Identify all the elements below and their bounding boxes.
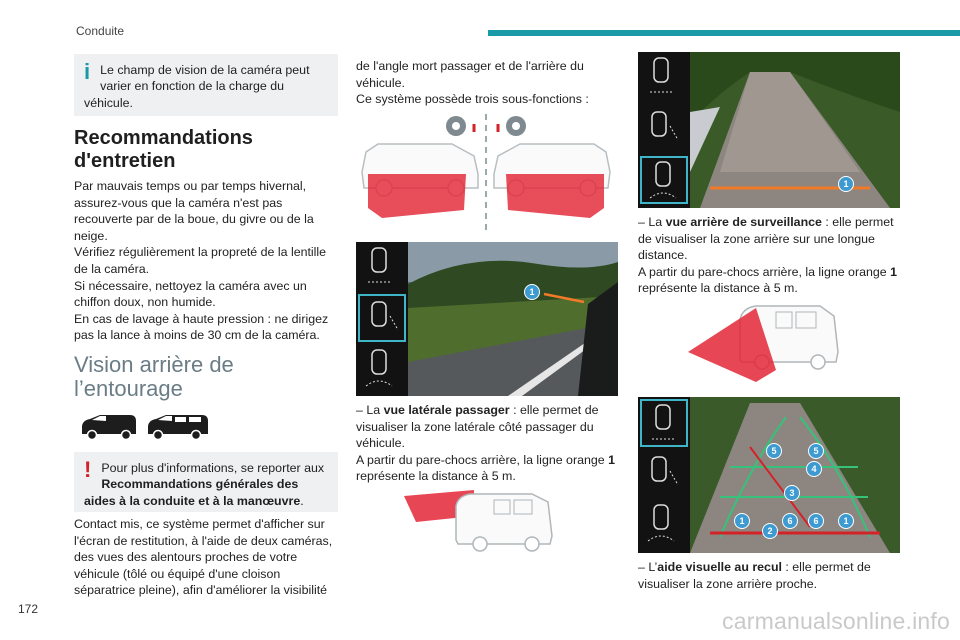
passenger-view-rest: : elle permet de visualiser la zone laté… xyxy=(356,403,599,451)
distance-ref: 1 xyxy=(608,452,615,467)
maintenance-text: Par mauvais temps ou par temps hivernal,… xyxy=(74,178,340,344)
dash-prefix: – La xyxy=(638,215,666,229)
view-icon-top-dots-active xyxy=(640,399,688,447)
view-icon-top-dots xyxy=(640,54,688,102)
distance-marker-badge: 1 xyxy=(838,176,854,192)
view-icon-rear xyxy=(640,501,688,549)
distance-text-end: représente la distance à 5 m. xyxy=(638,281,798,296)
view-icon-side xyxy=(640,451,688,499)
maintenance-paragraph: Si nécessaire, nettoyez la caméra avec u… xyxy=(74,278,307,310)
steering-wheel-icon xyxy=(506,116,526,136)
view-icon-side xyxy=(640,106,688,154)
surveillance-view-distance: A partir du pare-chocs arrière, la ligne… xyxy=(638,264,900,297)
intro-continued: de l'angle mort passager et de l'arrière… xyxy=(356,58,618,108)
guide-marker-badge: 5 xyxy=(766,443,782,459)
warning-text-prefix: Pour plus d'informations, se reporter au… xyxy=(101,461,325,475)
dash-prefix: – La xyxy=(356,403,384,417)
maintenance-paragraph: Vérifiez régulièrement la propreté de la… xyxy=(74,245,327,276)
guide-marker-badge: 6 xyxy=(782,513,798,529)
side-coverage-diagram xyxy=(404,490,553,552)
info-note-text: Le champ de vision de la caméra peut var… xyxy=(84,63,310,110)
watermark: carmanualsonline.info xyxy=(722,608,950,634)
maintenance-paragraph: Par mauvais temps ou par temps hivernal,… xyxy=(74,179,314,243)
system-intro: Contact mis, ce système permet d'affiche… xyxy=(74,517,333,598)
van-panel-icon xyxy=(82,415,136,441)
header-accent-bar xyxy=(488,30,960,36)
guide-marker-badge: 5 xyxy=(808,443,824,459)
warning-icon: ! xyxy=(84,457,92,482)
distance-marker-badge: 1 xyxy=(524,284,540,300)
blind-spot-zone-right xyxy=(506,174,604,218)
steering-wheel-icon xyxy=(446,116,466,136)
guide-marker-badge: 1 xyxy=(838,513,854,529)
surveillance-view-text: – La vue arrière de surveillance : elle … xyxy=(638,214,900,297)
reverse-aid-screen: 5 5 4 3 1 2 6 6 1 xyxy=(638,397,900,553)
warning-text-suffix: . xyxy=(300,493,304,508)
van-outline xyxy=(455,493,553,552)
side-view-screen: 1 xyxy=(356,242,618,396)
reverse-aid-text: – L’aide visuelle au recul : elle permet… xyxy=(638,559,900,592)
view-icon-rear-active xyxy=(640,156,688,204)
view-icon-side-active xyxy=(358,294,406,342)
intro-continued-text: de l'angle mort passager et de l'arrière… xyxy=(356,59,584,90)
surveillance-view-desc: – La vue arrière de surveillance : elle … xyxy=(638,214,900,264)
guide-marker-badge: 6 xyxy=(808,513,824,529)
page-number: 172 xyxy=(18,602,39,616)
view-icon-rear xyxy=(358,346,406,394)
view-icon-top-dots xyxy=(358,244,406,292)
reverse-aid-desc: – L’aide visuelle au recul : elle permet… xyxy=(638,559,900,592)
subfunctions-text: Ce système possède trois sous-fonctions … xyxy=(356,92,589,107)
distance-ref: 1 xyxy=(890,264,897,279)
warning-text-bold: Recommandations générales des aides à la… xyxy=(84,477,301,508)
surveillance-view-label: vue arrière de surveillance xyxy=(665,215,822,229)
guide-marker-badge: 4 xyxy=(806,461,822,477)
guide-marker-badge: 2 xyxy=(762,523,778,539)
view-selector-panel xyxy=(356,242,408,396)
maintenance-paragraph: En cas de lavage à haute pression : ne d… xyxy=(74,311,329,343)
rear-view-screen: 1 xyxy=(638,52,900,208)
side-view-camera-image xyxy=(408,242,618,396)
surveillance-view-rest: : elle permet de visualiser la zone arri… xyxy=(638,215,894,263)
passenger-view-text: – La vue latérale passager : elle permet… xyxy=(356,402,618,485)
vision-title: Vision arrière de l’entourage xyxy=(74,352,234,401)
distance-text: A partir du pare-chocs arrière, la ligne… xyxy=(356,452,609,467)
warning-box: ! Pour plus d'informations, se reporter … xyxy=(74,452,338,512)
distance-text-end: représente la distance à 5 m. xyxy=(356,469,516,484)
view-selector-panel xyxy=(638,397,690,553)
view-selector-panel xyxy=(638,52,690,208)
info-note-box: i Le champ de vision de la caméra peut v… xyxy=(74,54,338,116)
passenger-view-distance: A partir du pare-chocs arrière, la ligne… xyxy=(356,452,618,485)
blind-spot-zone-left xyxy=(368,174,466,218)
blind-spot-diagram xyxy=(361,114,611,234)
rear-coverage-diagram xyxy=(688,305,839,382)
section-title: Conduite xyxy=(76,24,125,38)
van-icons xyxy=(82,415,208,441)
reverse-aid-camera-image xyxy=(690,397,900,553)
van-windowed-icon xyxy=(148,415,208,441)
reverse-aid-label: aide visuelle au recul xyxy=(657,560,782,574)
guide-marker-badge: 3 xyxy=(784,485,800,501)
passenger-view-desc: – La vue latérale passager : elle permet… xyxy=(356,402,618,452)
distance-text: A partir du pare-chocs arrière, la ligne… xyxy=(638,264,891,279)
reverse-aid-rest: : elle permet de visualiser la zone arri… xyxy=(638,560,871,591)
guide-marker-badge: 1 xyxy=(734,513,750,529)
passenger-view-label: vue latérale passager xyxy=(383,403,510,417)
maintenance-title: Recommandations d'entretien xyxy=(74,127,253,172)
rear-view-camera-image xyxy=(690,52,900,208)
dash-prefix: – L’ xyxy=(638,560,658,574)
info-icon: i xyxy=(84,59,91,84)
